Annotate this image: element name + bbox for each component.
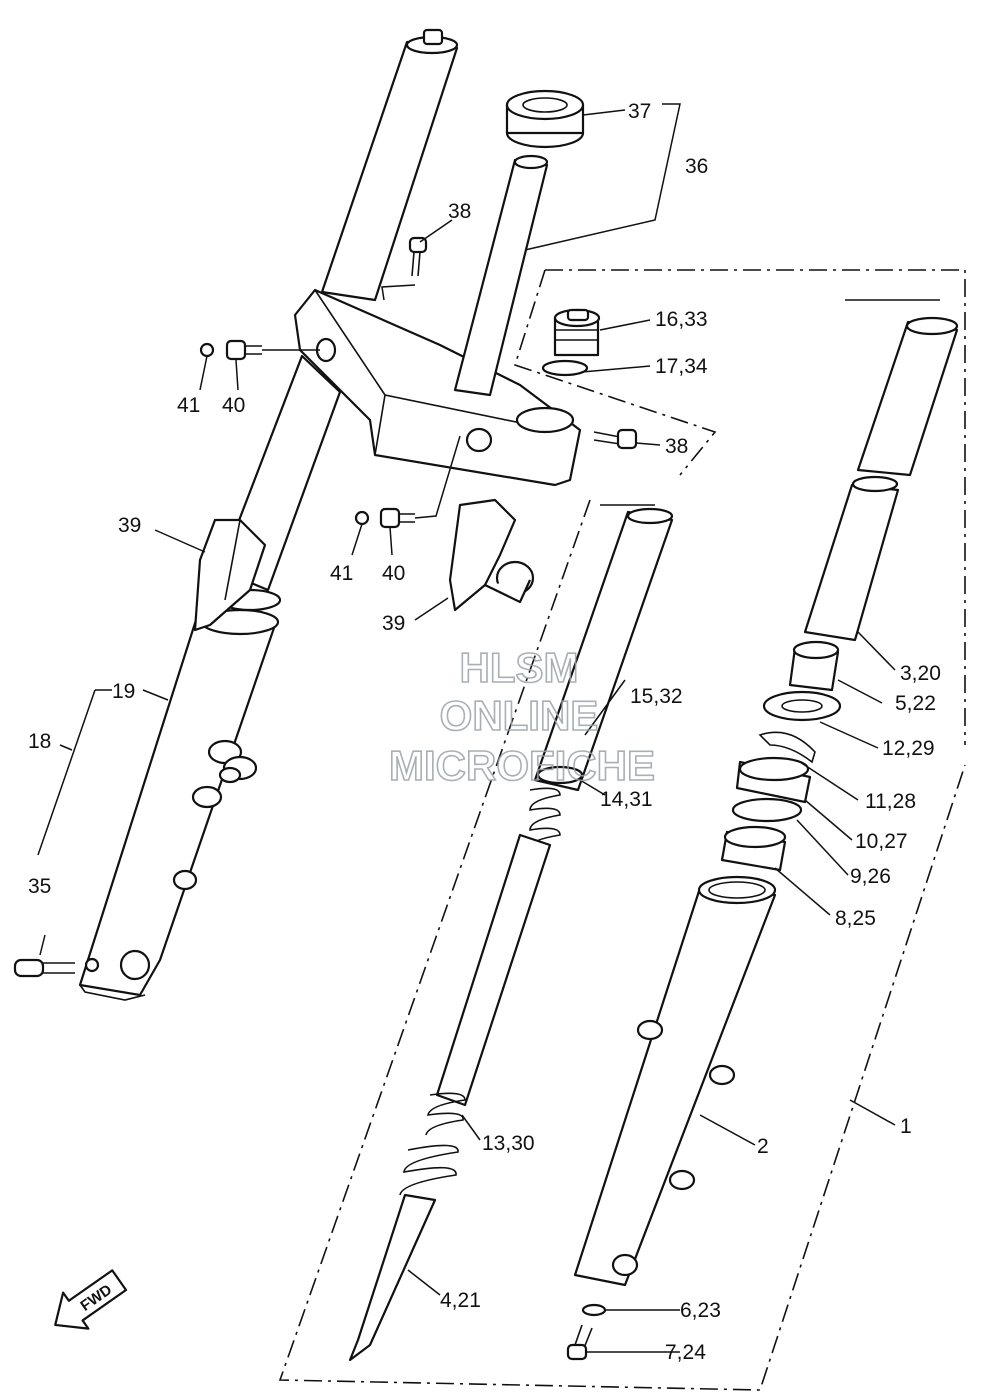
bearing-37 [505, 89, 585, 149]
fastener-40-41-upper [199, 339, 262, 361]
callout-14-31: 14,31 [600, 788, 653, 811]
left-outer-tube [78, 618, 277, 997]
callout-11-28: 11,28 [865, 790, 916, 813]
callout-3-20: 3,20 [900, 662, 941, 685]
watermark: HLSM ONLINE MICROFICHE [388, 643, 656, 790]
callout-2: 2 [757, 1135, 769, 1158]
callout-9-26: 9,26 [850, 865, 891, 888]
callout-16-33: 16,33 [655, 308, 708, 331]
callout-5-22: 5,22 [895, 692, 936, 715]
washer-14 [536, 765, 584, 785]
fastener-40-41-lower [354, 507, 415, 529]
fork-cap-bolt [553, 308, 601, 357]
steering-stem [453, 158, 549, 397]
watermark-line-2: ONLINE [440, 692, 599, 739]
group-outline-1 [514, 269, 966, 745]
fork-guard-clip-center [448, 498, 535, 612]
callout-37: 37 [628, 100, 651, 123]
callout-7-24: 7,24 [665, 1341, 706, 1364]
callout-15-32: 15,32 [630, 685, 683, 708]
damper-rod-lower [348, 1193, 437, 1362]
callout-12-29: 12,29 [882, 737, 935, 760]
callout-39-left: 39 [118, 514, 141, 537]
callout-6-23: 6,23 [680, 1299, 721, 1322]
right-seal-stack [720, 316, 959, 872]
callout-41-upper: 41 [177, 394, 200, 417]
callout-1: 1 [900, 1115, 912, 1138]
callout-35: 35 [28, 875, 51, 898]
group-outline-main [278, 499, 966, 1391]
callout-19: 19 [112, 680, 135, 703]
callout-labels: 37 36 38 16,33 17,34 38 41 40 39 41 40 3… [28, 100, 941, 1364]
washer-6 [581, 1303, 607, 1317]
left-inner-tube [320, 40, 459, 302]
left-caliper-mount [119, 739, 258, 981]
spring-lower [399, 1092, 466, 1196]
callout-40-upper: 40 [222, 394, 245, 417]
bolt-38-right [593, 428, 638, 450]
bolt-38-upper [408, 236, 428, 277]
watermark-line-1: HLSM [460, 644, 579, 691]
fwd-direction-arrow: FWD [54, 1269, 128, 1330]
callout-18: 18 [28, 730, 51, 753]
callout-17-34: 17,34 [655, 355, 708, 378]
callout-41-lower: 41 [330, 562, 353, 585]
outer-tube-2 [573, 886, 777, 1287]
callout-4-21: 4,21 [440, 1289, 481, 1312]
callout-39-center: 39 [382, 612, 405, 635]
under-bracket [293, 288, 582, 487]
callout-38-right: 38 [665, 435, 688, 458]
callout-10-27: 10,27 [855, 830, 908, 853]
watermark-line-3: MICROFICHE [389, 742, 655, 789]
leader-lines [37, 103, 940, 1353]
callout-8-25: 8,25 [835, 907, 876, 930]
damper-rod [435, 833, 552, 1107]
bolt-35 [13, 957, 100, 978]
callout-40-lower: 40 [382, 562, 405, 585]
callout-13-30: 13,30 [482, 1132, 535, 1155]
callout-38-upper: 38 [448, 200, 471, 223]
bolt-7 [566, 1324, 593, 1361]
o-ring [541, 359, 589, 377]
spring-upper [527, 787, 561, 849]
callout-36: 36 [685, 155, 708, 178]
